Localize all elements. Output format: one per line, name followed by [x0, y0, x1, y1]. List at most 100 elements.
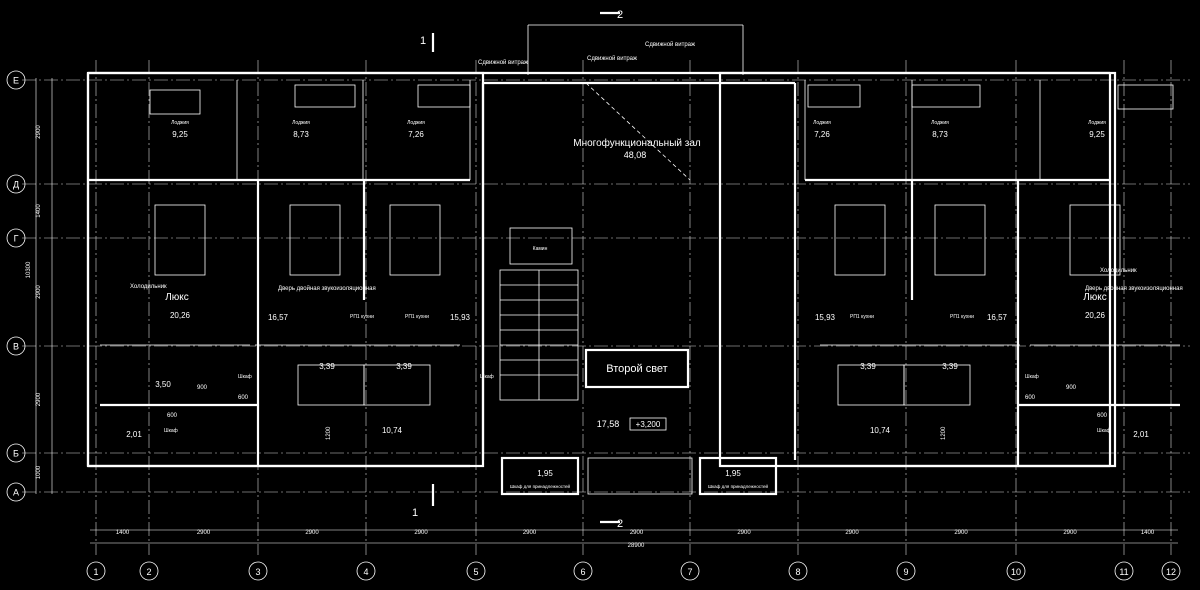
axis-column-marker: 8	[788, 561, 808, 581]
sliding-window-label-c: Сдвижной витраж	[645, 41, 695, 48]
balcony-area: 9,25	[1089, 130, 1105, 139]
axis-column-label: 2	[146, 567, 151, 577]
axis-column-marker: 3	[248, 561, 268, 581]
balcony-label: Лоджия	[813, 120, 831, 126]
lobby-level: +3,200	[636, 420, 661, 429]
dim-row-span: 2900	[36, 285, 42, 299]
room-area-1074-right: 10,74	[870, 426, 891, 435]
dim-col-span: 1400	[1141, 530, 1155, 536]
dim-600-d: 600	[1097, 413, 1108, 419]
balcony-area: 9,25	[172, 130, 188, 139]
dim-row-span: 2900	[36, 392, 42, 406]
cabinet-area-left: 1,95	[537, 469, 553, 478]
axis-column-marker: 11	[1114, 561, 1134, 581]
lux-area-right: 20,26	[1085, 311, 1106, 320]
axis-column-marker: 1	[86, 561, 106, 581]
lux-label-right: Люкс	[1083, 292, 1107, 303]
dim-col-span: 2900	[305, 530, 319, 536]
room-area-1657-left: 16,57	[268, 313, 289, 322]
balcony-area: 8,73	[293, 130, 309, 139]
dim-900-right: 900	[1066, 385, 1077, 391]
dim-overall-height: 10300	[26, 261, 32, 278]
door-label-right: Дверь двойная звукоизоляционная	[1085, 285, 1183, 292]
axis-column-marker: 4	[356, 561, 376, 581]
room-area-1074-left: 10,74	[382, 426, 403, 435]
lux-area-left: 20,26	[170, 311, 191, 320]
balcony-labels: Лоджия 9,25 Лоджия 8,73 Лоджия 7,26 Лоджия 7,26…	[171, 120, 1106, 139]
balcony-label: Лоджия	[1088, 120, 1106, 126]
axis-column-marker: 7	[680, 561, 700, 581]
cabinet-area-right: 1,95	[725, 469, 741, 478]
dim-600-b: 600	[167, 413, 178, 419]
axis-row-marker: Е	[6, 70, 26, 90]
room-labels: Люкс 20,26 Люкс 20,26 Холодильник Холоди…	[126, 268, 1182, 489]
dim-col-span: 2900	[414, 530, 428, 536]
second-light-label: Второй свет	[606, 363, 667, 375]
axis-row-label: Б	[13, 449, 19, 459]
dim-600-a: 600	[238, 395, 249, 401]
fridge-label-right: Холодильник	[1100, 268, 1137, 274]
axis-column-marker: 12	[1161, 561, 1181, 581]
tv-label-1: РП1 кухни	[350, 314, 374, 320]
axis-row-label: Д	[13, 180, 19, 190]
axis-row-label: Е	[13, 76, 19, 86]
axis-row-marker: Д	[6, 174, 26, 194]
balcony-area: 8,73	[932, 130, 948, 139]
room-area-1593-left: 15,93	[450, 313, 471, 322]
axis-column-label: 8	[795, 567, 800, 577]
dim-1200-left: 1200	[326, 426, 332, 440]
dim-col-span: 2900	[630, 530, 644, 536]
tv-label-4: РП1 кухни	[950, 314, 974, 320]
dimension-chain: 1400 2900 2900 2900 2900 2900 2900 2900 2900 2900…	[26, 78, 1178, 549]
dim-col-span: 2900	[737, 530, 751, 536]
axis-column-label: 11	[1119, 567, 1128, 577]
sliding-window-label-a: Сдвижной витраж	[478, 59, 528, 66]
dim-col-span: 2900	[197, 530, 211, 536]
balcony-label: Лоджия	[407, 120, 425, 126]
axis-row-label: А	[13, 488, 19, 498]
axis-row-label: В	[13, 342, 19, 352]
balcony-label: Лоджия	[171, 120, 189, 126]
dim-1200-right: 1200	[941, 426, 947, 440]
dim-600-c: 600	[1025, 395, 1036, 401]
axis-row-label: Г	[14, 234, 19, 244]
door-label-left: Дверь двойная звукоизоляционная	[278, 285, 376, 292]
balcony-label: Лоджия	[292, 120, 310, 126]
bath-area-2: 3,39	[396, 362, 412, 371]
hall-area: 48,08	[624, 150, 647, 160]
dim-900-left: 900	[197, 385, 208, 391]
dim-col-span: 2900	[1063, 530, 1077, 536]
closet-label-1: Шкаф	[238, 374, 252, 380]
axis-column-label: 3	[255, 567, 260, 577]
axis-column-marker: 2	[139, 561, 159, 581]
bath-area-3: 3,39	[860, 362, 876, 371]
dim-col-span: 2900	[523, 530, 537, 536]
axis-column-label: 1	[93, 567, 98, 577]
dim-row-span: 2900	[36, 125, 42, 139]
hall-name: Многофункциональный зал	[573, 137, 701, 149]
dim-col-span: 2900	[845, 530, 859, 536]
cabinet-label-left: Шкаф для принадлежностей	[510, 483, 570, 489]
axis-column-marker: 9	[896, 561, 916, 581]
balcony-area: 7,26	[408, 130, 424, 139]
axis-row-marker: В	[6, 336, 26, 356]
dim-col-span: 2900	[954, 530, 968, 536]
axis-column-label: 9	[903, 567, 908, 577]
balcony-area: 7,26	[814, 130, 830, 139]
room-area-350: 3,50	[155, 380, 171, 389]
bath-area-4: 3,39	[942, 362, 958, 371]
closet-label-3: Шкаф	[480, 374, 494, 380]
axis-column-label: 12	[1166, 567, 1176, 577]
walls	[86, 71, 1180, 496]
dim-col-span: 1400	[116, 530, 130, 536]
room-area-201-right: 2,01	[1133, 430, 1149, 439]
section-label-2-top: 2	[617, 9, 623, 21]
axis-column-marker: 5	[466, 561, 486, 581]
axis-column-label: 6	[580, 567, 585, 577]
section-label-1-top: 1	[420, 35, 426, 47]
axis-column-label: 10	[1011, 567, 1021, 577]
fireplace-label: Камин	[533, 246, 548, 252]
cabinet-label-right: Шкаф для принадлежностей	[708, 483, 768, 489]
